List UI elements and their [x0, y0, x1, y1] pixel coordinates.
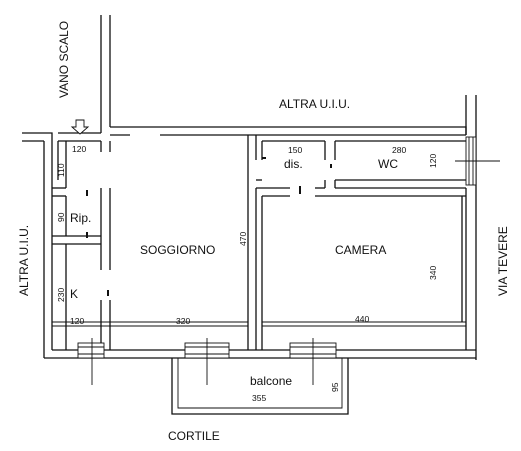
- label-rip: Rip.: [70, 211, 91, 225]
- label-k: K: [70, 287, 78, 301]
- dim-470: 470: [238, 232, 248, 246]
- service-walls: [52, 141, 111, 350]
- label-altra-top: ALTRA U.I.U.: [279, 97, 350, 111]
- balcony: [171, 358, 349, 415]
- east-edge: [465, 95, 477, 360]
- entrance-arrow-icon: [70, 119, 90, 135]
- south-wall: [44, 321, 476, 359]
- dim-120-wc: 120: [428, 154, 438, 168]
- corridor-walls: [255, 135, 467, 350]
- north-wall: [110, 126, 467, 136]
- dim-320: 320: [176, 316, 190, 326]
- west-wall: [22, 132, 101, 358]
- label-wc: WC: [378, 157, 398, 171]
- dim-280: 280: [392, 145, 406, 155]
- label-cortile: CORTILE: [168, 429, 220, 443]
- dim-440: 440: [355, 314, 369, 324]
- central-partition: [247, 135, 263, 350]
- dim-150: 150: [288, 145, 302, 155]
- window-east: [455, 136, 500, 186]
- dim-120-top: 120: [72, 144, 86, 154]
- dim-340: 340: [428, 266, 438, 280]
- label-vano-scalo: VANO SCALO: [57, 21, 71, 98]
- label-balcone: balcone: [250, 374, 292, 388]
- label-via-tevere: VIA TEVERE: [496, 226, 510, 296]
- dim-110: 110: [56, 163, 66, 177]
- label-soggiorno: SOGGIORNO: [140, 243, 215, 257]
- window-soggiorno: [184, 338, 230, 385]
- label-altra-left: ALTRA U.I.U.: [17, 225, 31, 296]
- dim-95: 95: [330, 382, 340, 392]
- door-marks: [86, 157, 332, 296]
- label-camera: CAMERA: [335, 243, 386, 257]
- dim-230: 230: [56, 288, 66, 302]
- dim-90: 90: [56, 212, 66, 222]
- label-dis: dis.: [284, 157, 303, 171]
- window-kitchen: [77, 338, 105, 385]
- dim-355: 355: [252, 393, 266, 403]
- window-camera: [289, 338, 337, 385]
- stair-walls: [100, 15, 111, 133]
- dim-120-bottom: 120: [70, 316, 84, 326]
